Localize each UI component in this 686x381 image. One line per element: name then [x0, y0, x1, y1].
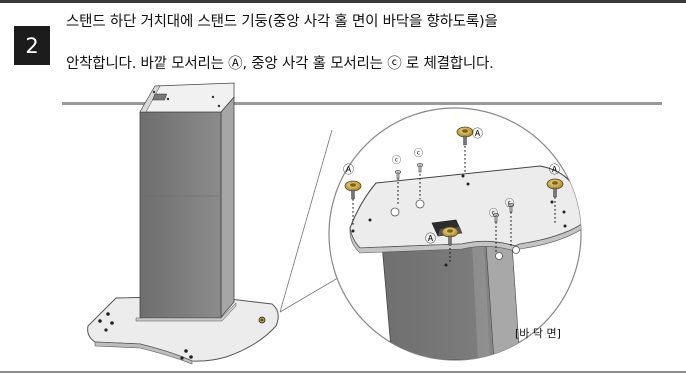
label-c-4: ⓒ: [505, 198, 514, 209]
label-a-center: Ⓐ: [425, 232, 436, 245]
section-divider: [62, 102, 662, 105]
step-number-badge: 2: [14, 26, 50, 65]
label-a-left: Ⓐ: [343, 163, 354, 176]
label-c-1: ⓒ: [392, 155, 401, 166]
bottom-rule: [0, 371, 686, 373]
label-c-3: ⓒ: [489, 208, 498, 219]
screw-a-group: [344, 126, 564, 246]
label-a-right: Ⓐ: [549, 163, 560, 176]
instruction-line-1: 스탠드 하단 거치대에 스탠드 기둥(중앙 사각 홀 면이 바닥을 향하도록)을: [66, 14, 498, 30]
bottom-face-label: [바 닥 면]: [515, 327, 561, 340]
stand-overview: [87, 82, 279, 365]
top-rule: [0, 0, 686, 3]
pillar-side: [220, 95, 235, 319]
instruction-line-2: 안착합니다. 바깥 모서리는 Ⓐ, 중앙 사각 홀 모서리는 ⓒ 로 체결합니다…: [66, 56, 494, 72]
label-a-top: Ⓐ: [472, 127, 483, 140]
screw-c-group: [394, 163, 515, 223]
pillar-front: [139, 111, 222, 319]
zoom-detail: [349, 165, 581, 360]
label-c-2: ⓒ: [414, 148, 423, 159]
base-plate: [87, 295, 279, 362]
